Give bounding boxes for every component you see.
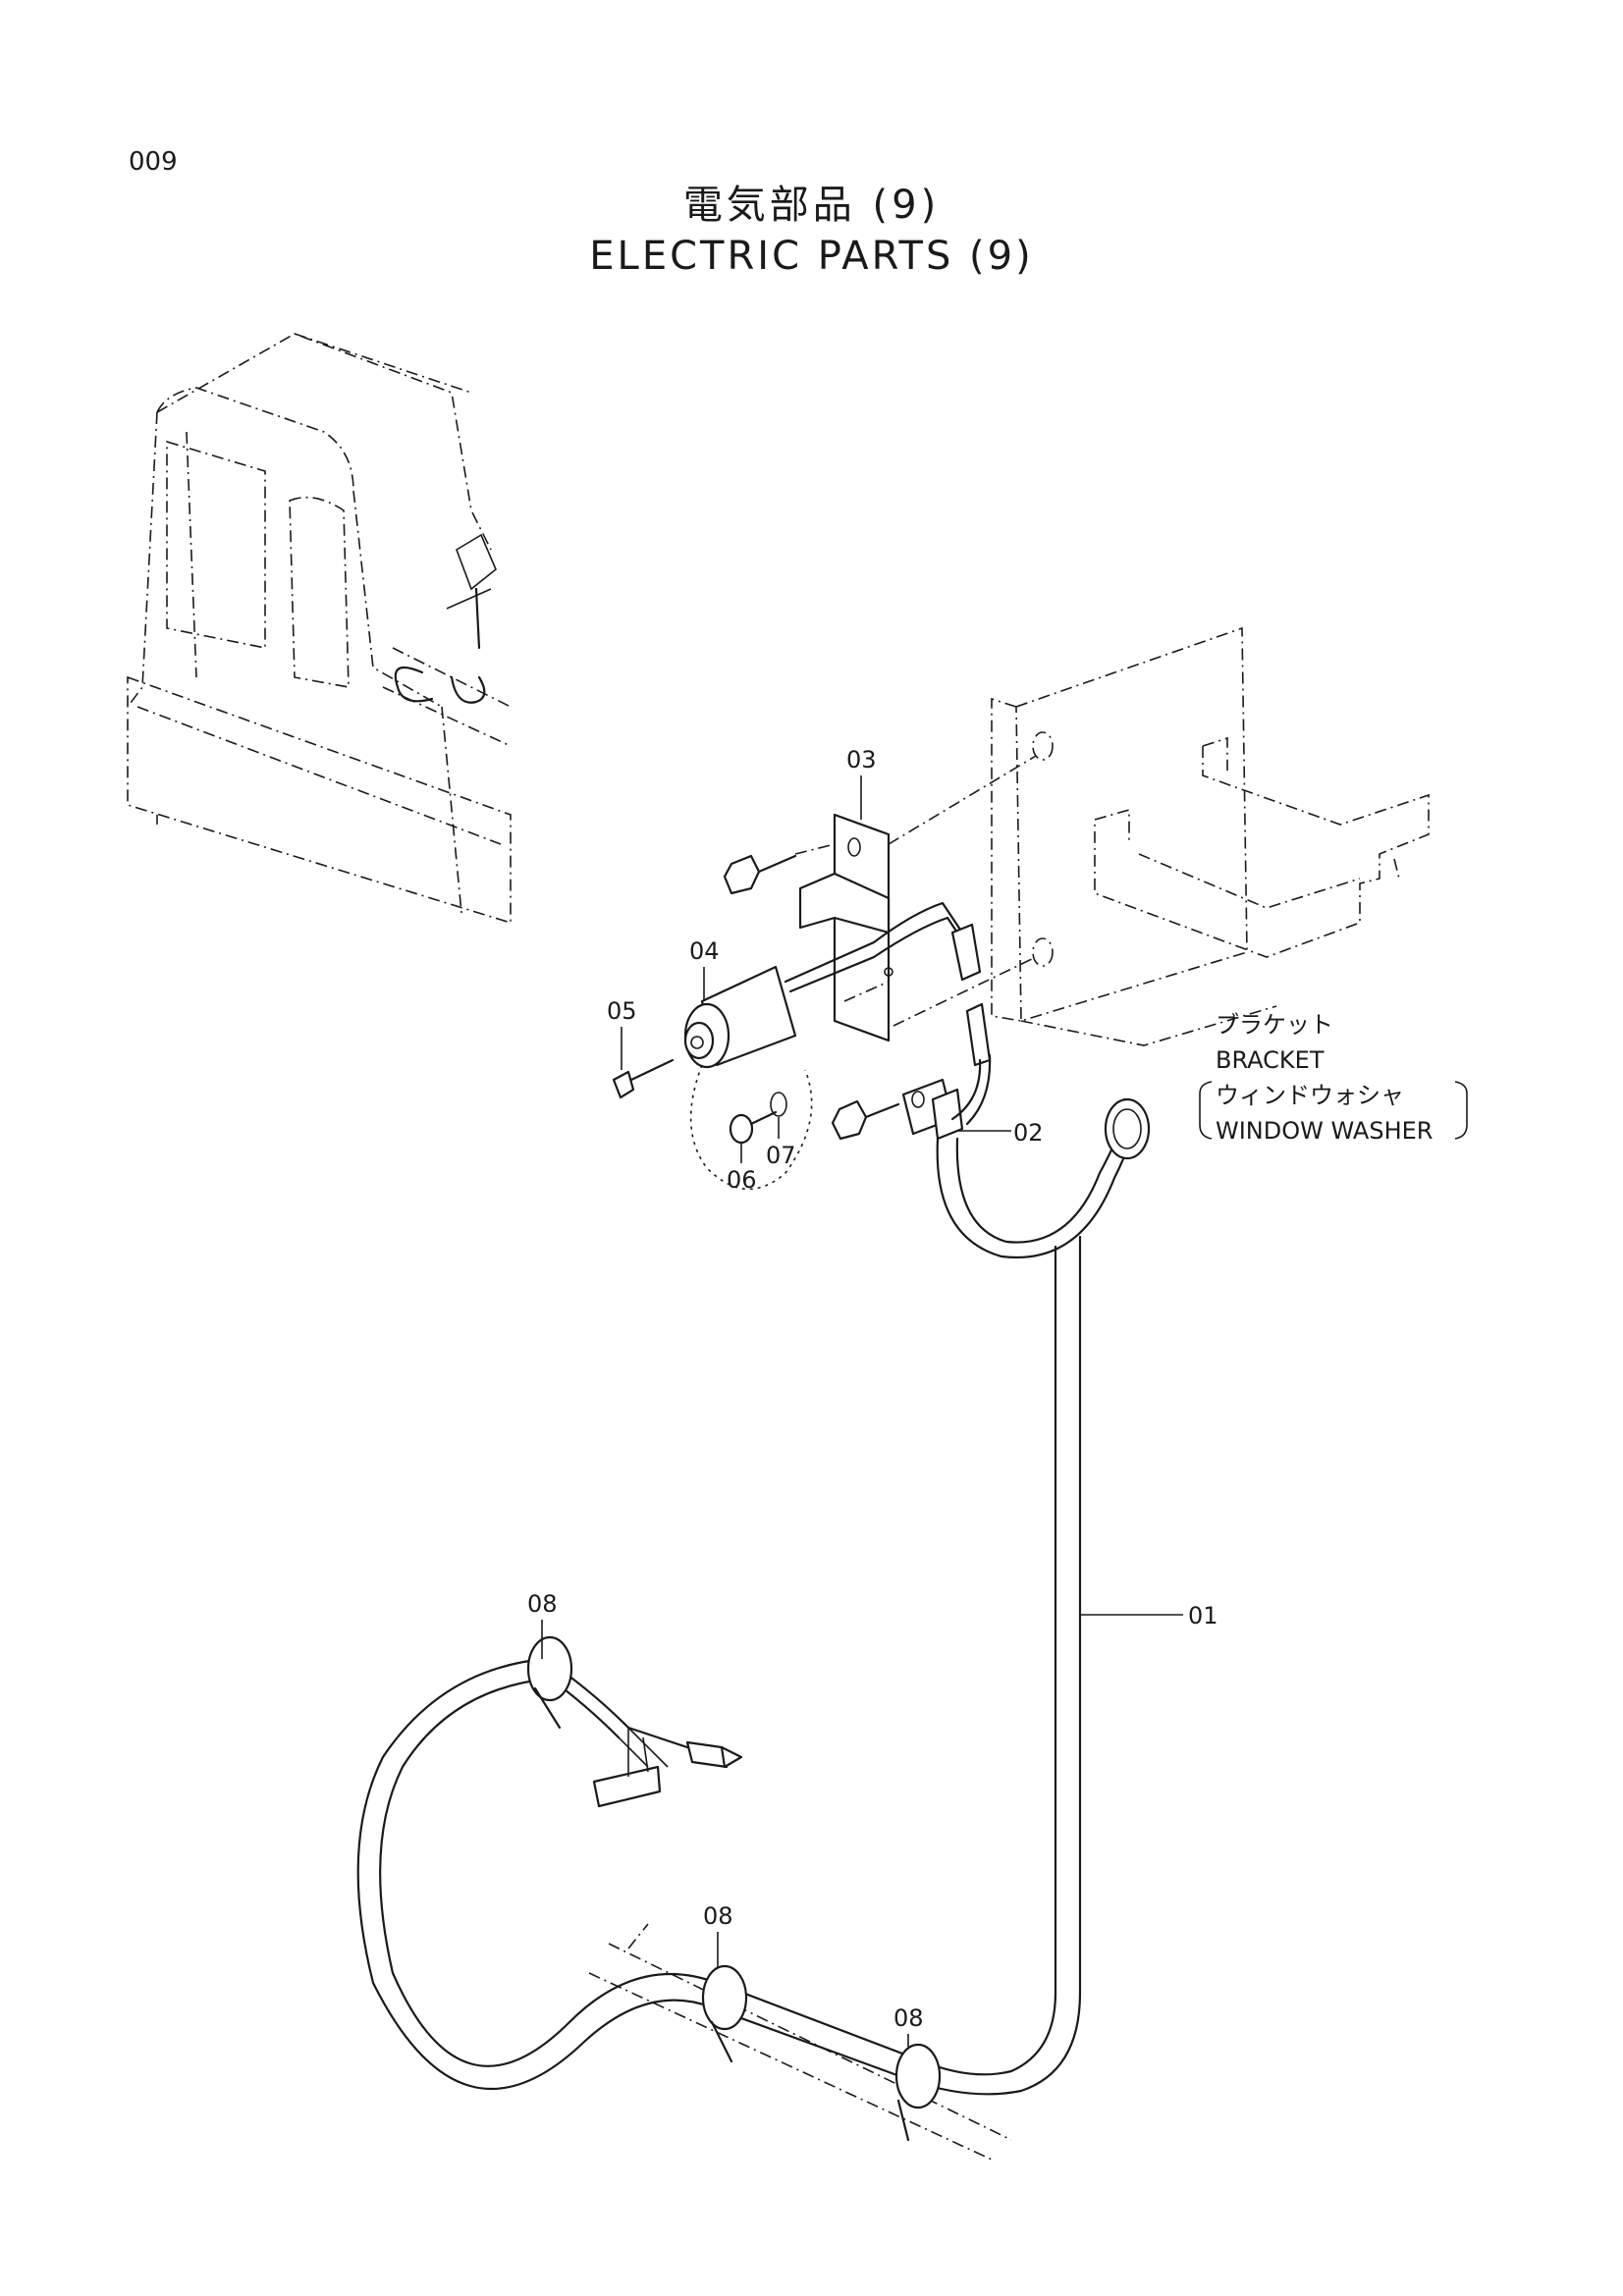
callout-03: 03 <box>846 746 877 774</box>
part-07-ring <box>770 1092 787 1117</box>
callout-08-lower: 08 <box>893 2004 924 2032</box>
callout-05: 05 <box>607 997 637 1025</box>
callout-07: 07 <box>766 1142 796 1169</box>
title-japanese: 電気部品 (9) <box>682 183 941 228</box>
callout-02: 02 <box>1013 1119 1044 1147</box>
note-washer-jp: ウィンドウォシャ <box>1216 1082 1404 1109</box>
part-04-nozzle <box>683 901 969 1069</box>
title-english: ELECTRIC PARTS (9) <box>589 234 1034 279</box>
part-08-tie-b <box>701 1964 748 2063</box>
part-05-screw <box>612 1058 675 1099</box>
bolt-lower <box>831 1099 900 1141</box>
note-bracket-jp: ブラケット <box>1216 1011 1333 1039</box>
note-right-bracket <box>1454 1081 1468 1140</box>
part-08-tie-a <box>526 1635 573 1730</box>
part-01-harness <box>356 1097 1151 2161</box>
leader-lines <box>541 775 1183 2047</box>
bracket-note: ブラケット BRACKET ウィンドウォシャ WINDOW WASHER <box>1199 1011 1468 1145</box>
part-06-screw <box>729 1110 778 1145</box>
note-left-bracket <box>1199 1081 1213 1140</box>
callout-08-upper: 08 <box>527 1590 558 1618</box>
bead-chain <box>689 1064 813 1191</box>
callout-06: 06 <box>727 1166 757 1194</box>
callout-labels: 03 04 05 06 07 02 01 08 08 08 <box>527 746 1218 2032</box>
connector-terminals <box>950 923 992 1126</box>
window-washer-bracket <box>991 626 1430 1046</box>
callout-01: 01 <box>1188 1602 1218 1629</box>
part-03-plate <box>798 755 1037 1042</box>
note-washer-en: WINDOW WASHER <box>1216 1117 1433 1145</box>
part-02-clamp <box>901 1078 964 1141</box>
part-08-tie-c <box>894 2043 942 2142</box>
callout-04: 04 <box>689 937 720 965</box>
page-number: 009 <box>129 147 178 177</box>
cab-overview-illustration <box>127 333 512 925</box>
note-bracket-en: BRACKET <box>1216 1046 1325 1074</box>
callout-08-middle: 08 <box>703 1902 733 1930</box>
bolt-upper <box>723 843 836 895</box>
